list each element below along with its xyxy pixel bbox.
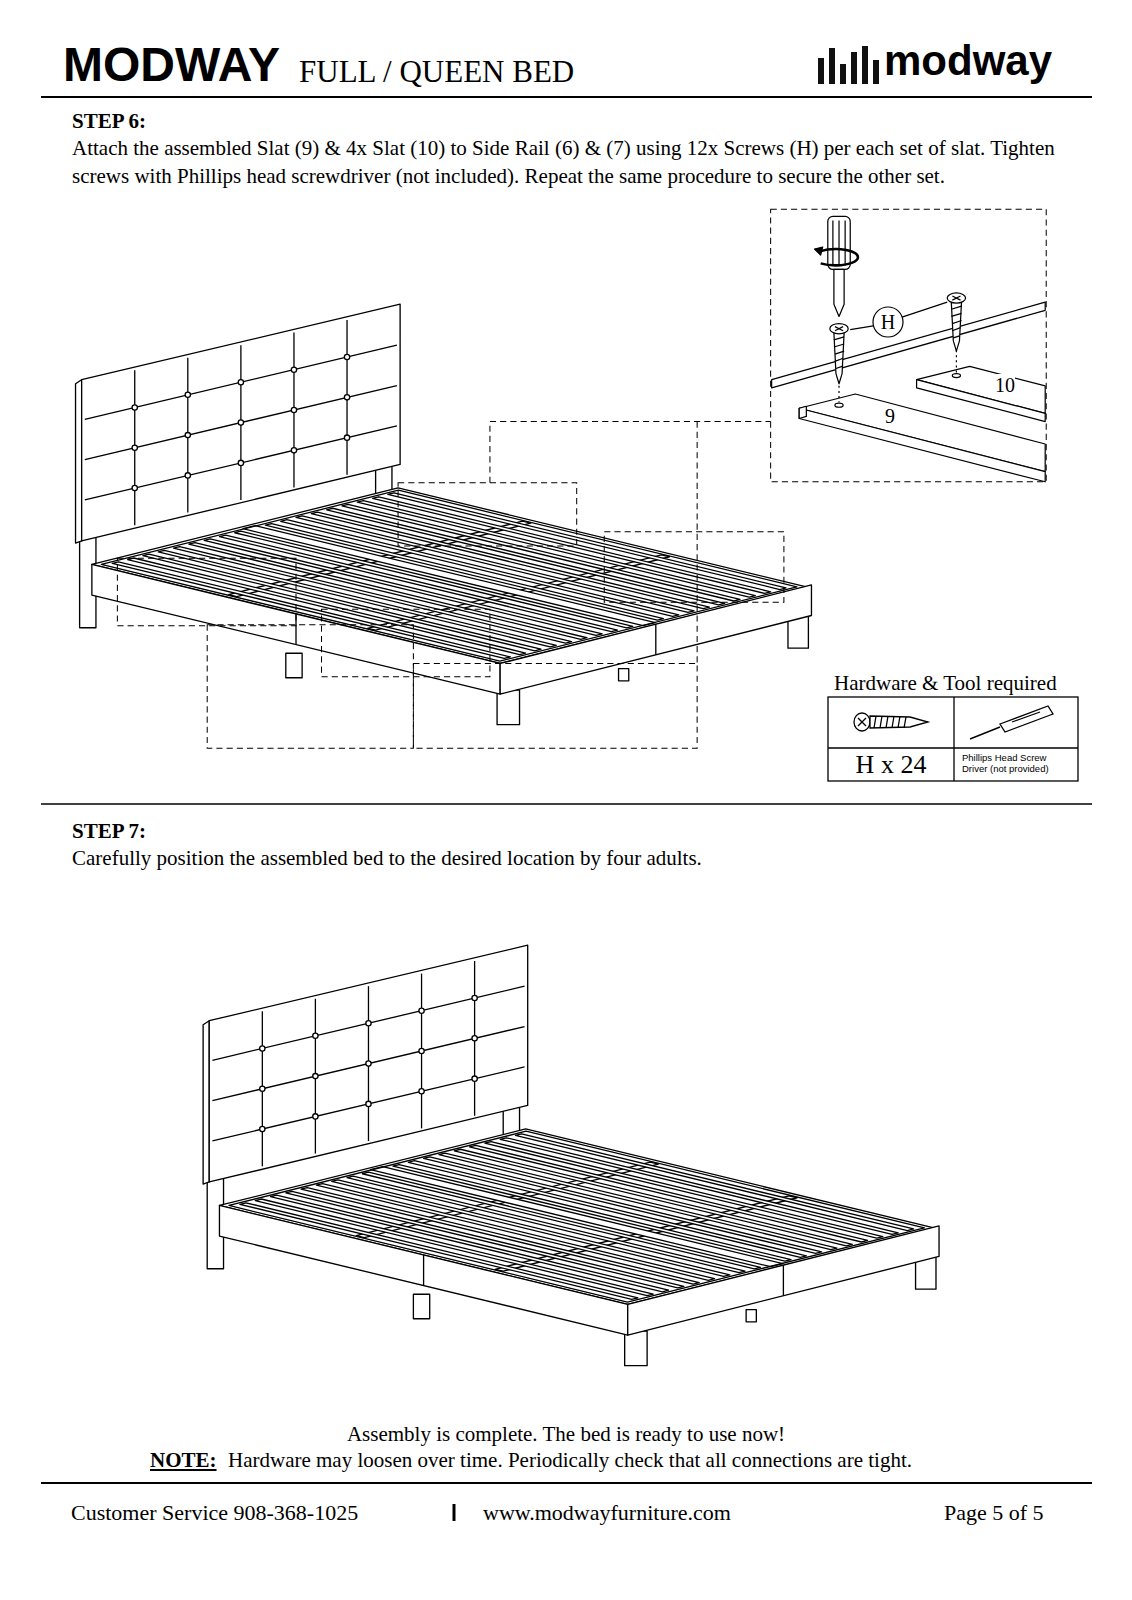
callout-circle: H bbox=[872, 306, 904, 338]
bed-step6 bbox=[76, 304, 812, 725]
footer-rule bbox=[41, 1482, 1092, 1484]
step-heading: STEP 7: bbox=[72, 818, 146, 844]
bed-step7 bbox=[203, 945, 939, 1366]
footer-text: Customer Service 908-368-1025 bbox=[71, 1499, 358, 1526]
step-heading: STEP 6: bbox=[72, 108, 146, 134]
hardware-count: H x 24 bbox=[829, 750, 953, 780]
tool-note: Phillips Head Screw Driver (not provided… bbox=[962, 752, 1072, 774]
note-text: Hardware may loosen over time. Periodica… bbox=[228, 1447, 912, 1473]
footer-separator bbox=[453, 1504, 456, 1521]
footer-text: www.modwayfurniture.com bbox=[483, 1499, 731, 1526]
completion-note: Assembly is complete. The bed is ready t… bbox=[0, 1421, 1132, 1447]
callout-number: 9 bbox=[885, 405, 895, 427]
step-text: Carefully position the assembled bed to … bbox=[72, 845, 702, 871]
detail-callouts bbox=[117, 209, 1046, 748]
subtitle: FULL / QUEEN BED bbox=[299, 56, 574, 87]
logo-bars bbox=[818, 46, 879, 84]
callout-number: 10 bbox=[995, 374, 1015, 396]
step-text: Attach the assembled Slat (9) & 4x Slat … bbox=[72, 134, 1057, 190]
footer-text: Page 5 of 5 bbox=[944, 1499, 1044, 1526]
callout-letter: H bbox=[881, 311, 895, 333]
logo-text: modway bbox=[884, 38, 1052, 84]
hardware-heading: Hardware & Tool required bbox=[834, 671, 1057, 695]
header-rule bbox=[41, 96, 1092, 98]
hardware-table bbox=[828, 697, 1078, 781]
note-label: NOTE: bbox=[150, 1447, 217, 1473]
section-rule bbox=[41, 803, 1092, 804]
inset-detail bbox=[772, 216, 1046, 481]
brand-title: MODWAY bbox=[63, 41, 280, 89]
